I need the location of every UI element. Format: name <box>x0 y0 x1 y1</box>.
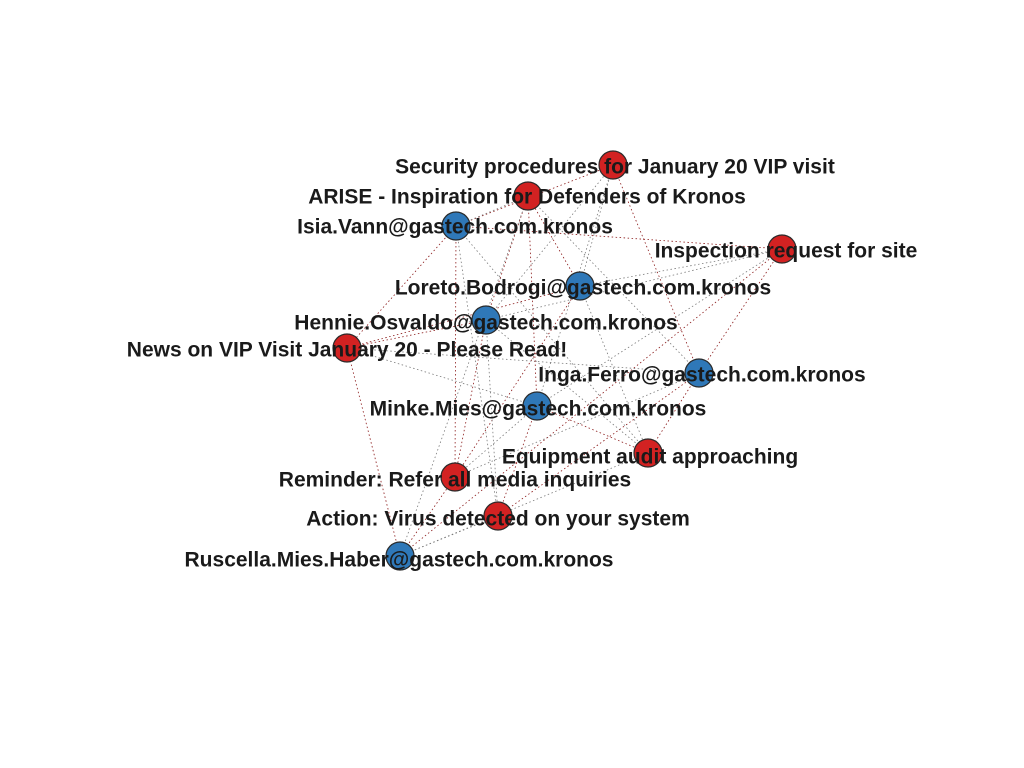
node-label-security: Security procedures for January 20 VIP v… <box>395 156 835 179</box>
node-isia[interactable] <box>441 211 471 241</box>
edge-isia-virus <box>455 225 499 517</box>
node-minke[interactable] <box>522 391 552 421</box>
node-news[interactable] <box>332 333 362 363</box>
node-inspection[interactable] <box>767 234 797 264</box>
edge-hennie-security <box>485 164 614 321</box>
edge-minke-inspection <box>536 248 783 407</box>
node-label-reminder: Reminder: Refer all media inquiries <box>279 469 631 492</box>
edge-isia-reminder <box>454 225 457 478</box>
label-layer: Security procedures for January 20 VIP v… <box>127 156 918 572</box>
node-label-inspection: Inspection request for site <box>655 240 918 263</box>
node-label-loreto: Loreto.Bodrogi@gastech.com.kronos <box>395 277 771 300</box>
edge-ruscella-reminder <box>399 476 456 557</box>
node-label-inga: Inga.Ferro@gastech.com.kronos <box>538 364 865 387</box>
edge-ruscella-virus <box>399 515 499 557</box>
edge-minke-arise <box>527 195 538 407</box>
edge-hennie-equipment <box>485 319 649 454</box>
node-label-hennie: Hennie.Osvaldo@gastech.com.kronos <box>294 312 677 335</box>
node-label-equipment: Equipment audit approaching <box>502 446 798 469</box>
edge-isia-equipment <box>455 225 649 454</box>
edge-loreto-news <box>346 285 581 349</box>
node-equipment[interactable] <box>633 438 663 468</box>
edge-minke-news <box>346 347 538 407</box>
node-label-isia: Isia.Vann@gastech.com.kronos <box>297 216 613 239</box>
edge-inga-news <box>346 347 700 374</box>
edge-layer <box>346 164 783 557</box>
node-layer <box>332 150 797 571</box>
node-inga[interactable] <box>684 358 714 388</box>
node-label-minke: Minke.Mies@gastech.com.kronos <box>370 398 707 421</box>
node-label-arise: ARISE - Inspiration for Defenders of Kro… <box>308 186 746 209</box>
node-hennie[interactable] <box>471 305 501 335</box>
node-arise[interactable] <box>513 181 543 211</box>
edge-loreto-security <box>579 164 614 287</box>
edge-hennie-inspection <box>485 248 783 321</box>
node-reminder[interactable] <box>440 462 470 492</box>
edge-isia-news <box>346 225 457 349</box>
node-loreto[interactable] <box>565 271 595 301</box>
node-security[interactable] <box>598 150 628 180</box>
edge-ruscella-inspection <box>399 248 783 557</box>
edge-minke-equipment <box>536 405 649 454</box>
node-ruscella[interactable] <box>385 541 415 571</box>
node-label-news: News on VIP Visit January 20 - Please Re… <box>127 339 567 362</box>
edge-inga-arise <box>527 195 700 374</box>
node-virus[interactable] <box>483 501 513 531</box>
edge-hennie-virus <box>485 319 499 517</box>
node-label-virus: Action: Virus detected on your system <box>306 508 690 531</box>
node-label-ruscella: Ruscella.Mies.Haber@gastech.com.kronos <box>185 549 614 572</box>
edge-inga-reminder <box>454 372 700 478</box>
edge-minke-virus <box>497 405 538 517</box>
edge-ruscella-arise <box>399 195 529 557</box>
edge-inga-inspection <box>698 248 783 374</box>
edge-isia-inspection <box>455 225 783 250</box>
edge-loreto-arise <box>527 195 581 287</box>
edge-inga-security <box>612 164 700 374</box>
edge-inga-virus <box>497 372 700 517</box>
edge-hennie-reminder <box>454 319 487 478</box>
